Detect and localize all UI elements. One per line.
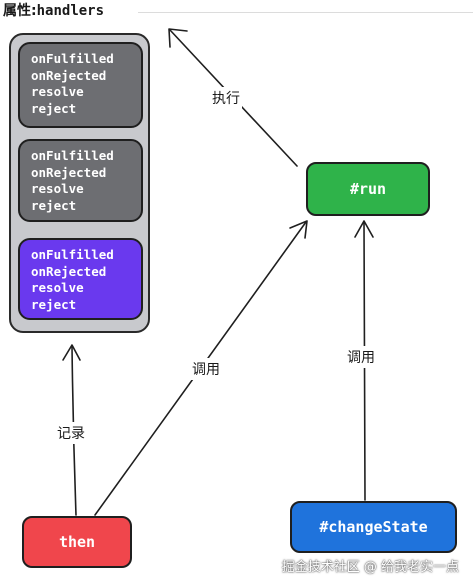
edge-label-execute: 执行 bbox=[210, 87, 242, 109]
handler-item: reject bbox=[31, 100, 77, 116]
handler-item: reject bbox=[31, 197, 77, 213]
arrowhead-run-to-handlers bbox=[168, 28, 188, 48]
handler-item: resolve bbox=[31, 84, 84, 99]
handler-item: onFulfilled bbox=[31, 247, 114, 262]
handler-item: resolve bbox=[31, 280, 84, 295]
handler-group-3: onFulfilled onRejected resolve reject bbox=[18, 238, 143, 320]
arrowhead-change-to-run bbox=[354, 220, 374, 238]
handler-item: onRejected bbox=[31, 164, 107, 180]
title-prefix: 属性: bbox=[3, 3, 37, 19]
change-state-node: #changeState bbox=[290, 501, 457, 553]
edge-label-call-then: 调用 bbox=[190, 358, 222, 380]
handler-item: onRejected bbox=[31, 67, 107, 83]
run-node: #run bbox=[306, 162, 430, 216]
handler-item: onRejected bbox=[31, 263, 107, 279]
handler-group-2: onFulfilled onRejected resolve reject bbox=[18, 139, 143, 222]
handler-group-1: onFulfilled onRejected resolve reject bbox=[18, 42, 143, 128]
then-node: then bbox=[22, 516, 132, 568]
handler-item: resolve bbox=[31, 181, 84, 196]
top-divider bbox=[138, 0, 473, 13]
diagram-title: 属性:handlers bbox=[3, 0, 104, 20]
edge-label-call-change: 调用 bbox=[345, 346, 377, 368]
arrowhead-then-to-run bbox=[289, 220, 308, 239]
arrowhead-then-to-handlers bbox=[62, 344, 81, 361]
handler-item: onFulfilled bbox=[31, 51, 114, 66]
title-name: handlers bbox=[36, 3, 105, 19]
edge-label-record: 记录 bbox=[55, 422, 87, 444]
watermark: 掘金技术社区 @ 给我老实一点 bbox=[281, 560, 459, 575]
handler-item: onFulfilled bbox=[31, 148, 114, 163]
handler-item: reject bbox=[31, 296, 77, 312]
